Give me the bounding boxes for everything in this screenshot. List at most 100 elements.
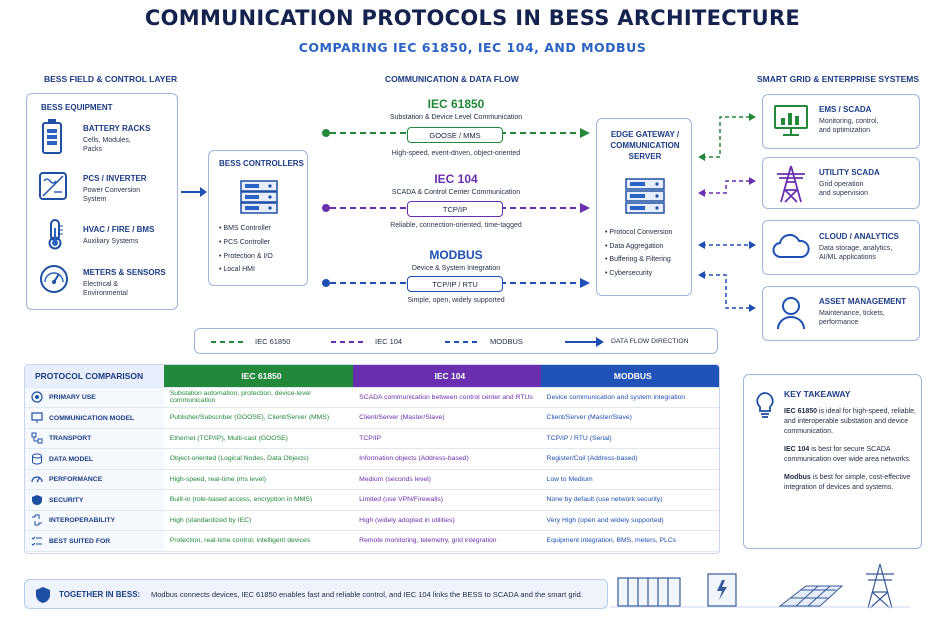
monitor-chart-icon	[773, 104, 809, 143]
footer-banner: TOGETHER IN BESS: Modbus connects device…	[24, 579, 608, 609]
equipment-name: HVAC / FIRE / BMS	[83, 225, 155, 234]
table-cell: Built-in (role-based access, encryption …	[163, 489, 354, 511]
protocol-tag: Reliable, connection-oriented, time-tagg…	[390, 222, 522, 229]
transmission-tower-icon	[773, 164, 809, 209]
protocol-desc: SCADA & Control Center Communication	[391, 189, 521, 196]
footer-label: TOGETHER IN BESS:	[59, 590, 141, 599]
table-cell: Client/Server (Master/Slave)	[353, 407, 541, 429]
shield-icon	[35, 586, 51, 609]
modbus-flow-dot	[322, 279, 330, 287]
user-icon	[775, 295, 807, 336]
controller-item: • BMS Controller	[219, 225, 271, 232]
gateway-item: • Cybersecurity	[605, 269, 653, 277]
inverter-cabinet-illustration	[707, 573, 737, 607]
battery-icon	[41, 118, 71, 154]
system-name: ASSET MANAGEMENT	[819, 297, 907, 306]
database-icon	[32, 453, 42, 465]
comparison-table: PROTOCOL COMPARISON IEC 61850 IEC 104 MO…	[24, 364, 720, 554]
protocol-name: IEC 61850	[427, 97, 485, 111]
bess-equipment-title: BESS EQUIPMENT	[41, 103, 113, 112]
bess-illustration	[610, 563, 910, 609]
ems-scada-card[interactable]: EMS / SCADA Monitoring, control,and opti…	[762, 94, 920, 149]
controller-item: • Local HMI	[219, 266, 255, 274]
equipment-name: METERS & SENSORS	[83, 268, 166, 277]
system-name: CLOUD / ANALYTICS	[819, 232, 899, 241]
row-label: INTEROPERABILITY	[25, 510, 164, 531]
table-cell: TCP/IP / RTU (Serial)	[540, 428, 719, 449]
iec104-flow-arrowhead	[580, 203, 590, 213]
table-cell: None by default (use network security)	[540, 489, 719, 511]
table-cell: Protection, real-time control, intellige…	[163, 530, 354, 552]
table-cell: Substation automation, protection, devic…	[163, 387, 354, 408]
table-cell: Device communication and system integrat…	[540, 387, 719, 408]
legend-swatch	[565, 337, 604, 347]
system-name: EMS / SCADA	[819, 105, 872, 114]
target-icon	[31, 391, 43, 403]
row-label: SECURITY	[25, 489, 164, 511]
iec61850-flow-dot	[322, 129, 330, 137]
interop-icon	[32, 514, 42, 526]
protocol-iec104: IEC 104 SCADA & Control Center Communica…	[356, 172, 556, 196]
protocol-name: MODBUS	[429, 248, 483, 262]
equipment-desc: Cells, Modules,Packs	[83, 137, 131, 153]
table-cell: High-speed, real-time (ms level)	[163, 469, 354, 490]
takeaway-title: KEY TAKEAWAY	[784, 389, 851, 399]
row-label: PERFORMANCE	[25, 469, 164, 490]
section-heading-flow: COMMUNICATION & DATA FLOW	[385, 74, 519, 84]
transport-icon	[31, 432, 43, 444]
section-heading-field: BESS FIELD & CONTROL LAYER	[44, 74, 178, 84]
gateway-list: • Protocol Conversion • Data Aggregation…	[605, 229, 672, 283]
gateway-item: • Protocol Conversion	[605, 229, 673, 236]
legend-swatch	[211, 341, 247, 343]
asset-management-card[interactable]: ASSET MANAGEMENT Maintenance, tickets,pe…	[762, 286, 920, 341]
flow-arrow	[181, 187, 207, 197]
battery-container-illustration	[617, 577, 681, 607]
row-label: TRANSPORT	[25, 428, 164, 449]
table-cell: Medium (seconds level)	[353, 469, 541, 490]
table-cell: Client/Server (Master/Slave)	[540, 407, 719, 429]
table-cell: Very High (open and widely supported)	[540, 510, 719, 531]
controller-item: • Protection & I/O	[219, 252, 273, 260]
legend-label: MODBUS	[490, 337, 523, 346]
protocol-pill: GOOSE / MMS	[407, 127, 503, 143]
bess-controllers-title: BESS CONTROLLERS	[219, 159, 304, 168]
row-label: BEST SUITED FOR	[25, 530, 164, 552]
legend-label: IEC 104	[375, 337, 403, 346]
column-header-modbus: MODBUS	[540, 365, 719, 388]
table-cell: TCP/IP	[353, 428, 541, 449]
shield-icon	[32, 494, 42, 505]
iec61850-flow-arrowhead	[580, 128, 590, 138]
takeaway-point: Modbus is best for simple, cost-effectiv…	[784, 474, 911, 491]
key-takeaway-card: KEY TAKEAWAY IEC 61850 is ideal for high…	[743, 374, 922, 549]
controller-item: • PCS Controller	[219, 238, 271, 246]
controllers-list: • BMS Controller • PCS Controller • Prot…	[219, 225, 273, 280]
bess-equipment-card: BESS EQUIPMENT BATTERY RACKS Cells, Modu…	[26, 93, 178, 310]
legend-label: DATA FLOW DIRECTION	[611, 338, 689, 345]
protocol-desc: Device & System Integration	[411, 265, 501, 272]
page-subtitle: COMPARING IEC 61850, IEC 104, AND MODBUS	[298, 40, 647, 55]
network-icon	[31, 412, 43, 423]
comparison-header: PROTOCOL COMPARISON	[25, 365, 164, 388]
table-cell: Limited (use VPN/Firewalls)	[353, 489, 541, 511]
table-cell: Object-oriented (Logical Nodes, Data Obj…	[163, 448, 354, 470]
equipment-desc: Auxiliary Systems	[83, 238, 139, 245]
legend-label: IEC 61850	[255, 337, 291, 346]
protocol-tag: High-speed, event-driven, object-oriente…	[391, 150, 521, 157]
system-name: UTILITY SCADA	[819, 168, 880, 177]
checklist-icon	[31, 536, 42, 546]
solar-panel-illustration	[778, 585, 844, 607]
table-cell: Register/Coil (Address-based)	[540, 448, 719, 470]
legend-swatch	[445, 341, 481, 343]
cloud-analytics-card[interactable]: CLOUD / ANALYTICS Data storage, analytic…	[762, 220, 920, 275]
legend: IEC 61850 IEC 104 MODBUS DATA FLOW DIREC…	[194, 328, 718, 354]
bess-controllers-card: BESS CONTROLLERS • BMS Controller • PCS …	[208, 150, 308, 286]
gateway-item: • Buffering & Filtering	[605, 256, 671, 264]
protocol-pill: TCP/IP / RTU	[407, 276, 503, 292]
table-cell: Equipment integration, BMS, meters, PLCs	[540, 530, 719, 552]
